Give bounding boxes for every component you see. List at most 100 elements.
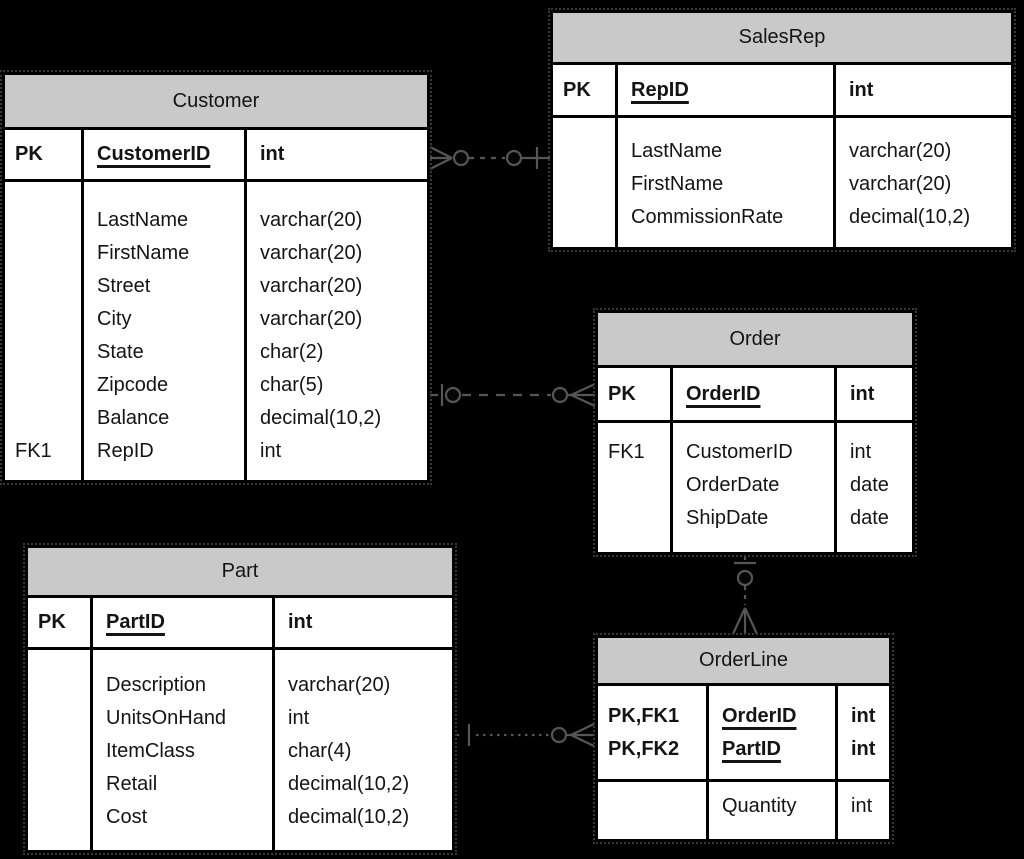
- attribute-name: FirstName: [631, 173, 724, 195]
- attribute-type: int: [851, 795, 873, 817]
- attribute-name: ItemClass: [106, 740, 195, 762]
- optionality-circle-icon: [505, 149, 523, 167]
- attr-name-column: Quantity: [706, 782, 838, 839]
- attribute-name: Description: [106, 674, 207, 696]
- attribute-type: varchar(20): [260, 242, 363, 264]
- key-label-column: PK: [28, 598, 90, 647]
- attribute-name: Balance: [97, 407, 170, 429]
- attribute-type: varchar(20): [260, 308, 363, 330]
- attr-type-column: varchar(20)varchar(20)decimal(10,2): [836, 118, 1011, 247]
- key-label: [28, 801, 90, 834]
- optionality-circle-icon: [452, 149, 470, 167]
- attribute-type: char(4): [288, 740, 352, 762]
- key-type-column: int: [247, 130, 427, 179]
- key-label-column: FK1: [598, 423, 670, 552]
- attribute-type: decimal(10,2): [260, 407, 382, 429]
- key-label: [5, 204, 81, 237]
- key-label-column: PK: [598, 368, 670, 420]
- attribute-name: OrderID: [722, 704, 797, 727]
- key-name-column: PartID: [90, 598, 275, 647]
- crowsfoot-many-icon: [567, 383, 596, 407]
- key-label-column: [553, 118, 615, 247]
- attribute-name: RepID: [97, 440, 154, 462]
- key-label-column: PK: [5, 130, 81, 179]
- attribute-name: LastName: [97, 209, 189, 231]
- key-label-column: [28, 650, 90, 850]
- attribute-type: varchar(20): [260, 275, 363, 297]
- attribute-name: Quantity: [722, 795, 797, 817]
- attr-type-column: varchar(20)varchar(20)varchar(20)varchar…: [247, 182, 427, 480]
- key-label: PK,FK1: [608, 704, 680, 727]
- relationship-part-orderline: [455, 723, 595, 747]
- key-label: [5, 336, 81, 369]
- attribute-type: char(5): [260, 374, 324, 396]
- attribute-type: varchar(20): [849, 140, 952, 162]
- attribute-type: int: [849, 78, 874, 101]
- attribute-type: decimal(10,2): [849, 206, 971, 228]
- attribute-name: LastName: [631, 140, 723, 162]
- attribute-name: CustomerID: [686, 441, 793, 463]
- attribute-type: decimal(10,2): [288, 773, 410, 795]
- attribute-type: int: [851, 704, 876, 727]
- attribute-name: Retail: [106, 773, 158, 795]
- key-label: [598, 790, 706, 823]
- attribute-type: int: [288, 611, 313, 633]
- attribute-name: Zipcode: [97, 374, 169, 396]
- attribute-name: Cost: [106, 806, 148, 828]
- table-title: Customer: [5, 75, 427, 130]
- attribute-name: ShipDate: [686, 507, 769, 529]
- key-label: [5, 369, 81, 402]
- attribute-type: int: [260, 143, 285, 165]
- key-type-column: int int: [838, 686, 889, 779]
- relationship-order-orderline: [732, 555, 758, 635]
- key-name-column: OrderID: [670, 368, 837, 420]
- relationship-customer-order: [430, 383, 596, 407]
- key-label: [553, 168, 615, 201]
- key-type-column: int: [836, 65, 1011, 115]
- key-label: PK: [608, 382, 636, 405]
- attribute-type: varchar(20): [288, 674, 391, 696]
- crowsfoot-many-icon: [732, 607, 758, 635]
- attribute-name: OrderDate: [686, 474, 780, 496]
- table-title: Part: [28, 548, 452, 598]
- attribute-type: date: [850, 507, 889, 529]
- attribute-name: Street: [97, 275, 151, 297]
- crowsfoot-many-icon: [566, 723, 595, 747]
- relationship-salesrep-customer: [429, 146, 550, 170]
- table-title: SalesRep: [553, 13, 1011, 65]
- key-label: [5, 303, 81, 336]
- attribute-type: int: [288, 707, 310, 729]
- attribute-section: Quantity int: [598, 782, 889, 839]
- key-type-column: int: [837, 368, 912, 420]
- key-label: [5, 237, 81, 270]
- key-label-column: FK1: [5, 182, 81, 480]
- key-label: [5, 402, 81, 435]
- table-title: OrderLine: [598, 638, 889, 686]
- primary-key-section: PK PartID int: [28, 598, 452, 650]
- key-label: PK: [38, 611, 66, 633]
- attribute-name: CommissionRate: [631, 206, 784, 228]
- key-label-column: PK: [553, 65, 615, 115]
- attribute-type: int: [851, 737, 876, 760]
- primary-key-section: PK OrderID int: [598, 368, 912, 423]
- key-label: [553, 201, 615, 234]
- table-title: Order: [598, 313, 912, 368]
- primary-key-section: PK CustomerID int: [5, 130, 427, 182]
- key-label: [28, 669, 90, 702]
- attribute-type: char(2): [260, 341, 324, 363]
